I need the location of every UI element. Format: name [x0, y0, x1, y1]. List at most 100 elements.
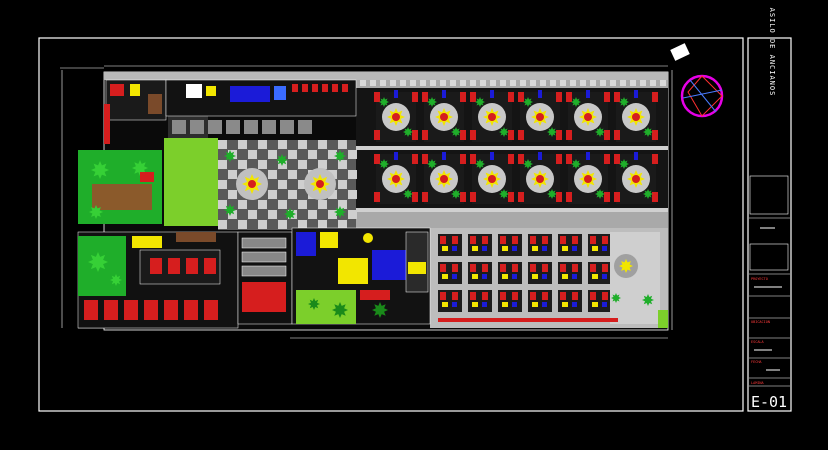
paving-tile	[208, 120, 222, 134]
bed-icon	[512, 292, 518, 300]
paving-tile	[530, 80, 536, 86]
paving-tile	[278, 200, 287, 209]
shrub-icon	[523, 159, 533, 169]
paving-tile	[630, 80, 636, 86]
bed-icon	[374, 92, 380, 102]
paving-tile	[420, 80, 426, 86]
shrub-icon	[643, 189, 653, 199]
paving-tile	[258, 220, 267, 229]
paving-tile	[328, 150, 337, 159]
bed-icon	[422, 154, 428, 164]
paving-tile	[660, 80, 666, 86]
paving-tile	[298, 180, 307, 189]
bed-icon	[500, 264, 506, 272]
bed-icon	[440, 236, 446, 244]
paving-tile	[560, 80, 566, 86]
furniture-icon	[452, 302, 457, 307]
boundary-fence	[438, 318, 618, 322]
paving-tile	[258, 140, 267, 149]
storage-room	[176, 232, 216, 242]
paving-tile	[228, 170, 237, 179]
notes-box	[749, 243, 789, 271]
title-block-frame	[747, 37, 792, 412]
furniture-icon	[634, 90, 638, 98]
central-lawn	[164, 138, 218, 226]
restroom-icon	[186, 84, 202, 98]
paving-tile	[218, 200, 227, 209]
paving-tile	[280, 120, 294, 134]
bed-icon	[452, 292, 458, 300]
paving-tile	[338, 180, 347, 189]
tree-icon	[308, 298, 320, 310]
north-arrow	[670, 43, 724, 118]
field-label-sheet: LAMINA	[751, 381, 765, 385]
paving-tile	[238, 140, 247, 149]
field-label-location: UBICACION	[751, 320, 770, 324]
paving-tile	[348, 150, 357, 159]
bed-icon	[604, 130, 610, 140]
furniture-icon	[602, 302, 607, 307]
paving-tile	[228, 210, 237, 219]
paving-tile	[238, 220, 247, 229]
bed-icon	[440, 292, 446, 300]
bed-icon	[652, 92, 658, 102]
paving-tile	[226, 120, 240, 134]
shrub-icon	[276, 154, 288, 166]
bed-icon	[512, 264, 518, 272]
furniture-icon	[538, 90, 542, 98]
bed-icon	[412, 192, 418, 202]
sheet-number: E-01	[751, 393, 787, 411]
paving-tile	[650, 80, 656, 86]
paving-tile	[460, 80, 466, 86]
paving-tile	[248, 210, 257, 219]
tree-icon	[89, 205, 103, 219]
paving-tile	[500, 80, 506, 86]
shrub-icon	[379, 159, 389, 169]
bed-icon	[614, 154, 620, 164]
bed-icon	[572, 264, 578, 272]
bed-icon	[572, 236, 578, 244]
paving-tile	[580, 80, 586, 86]
paving-tile	[268, 190, 277, 199]
chair-icon	[292, 84, 298, 92]
paving-tile	[328, 190, 337, 199]
table-icon	[168, 258, 180, 274]
fountain-icon	[536, 113, 544, 121]
furniture-icon	[572, 302, 577, 307]
bed-icon	[422, 130, 428, 140]
walkway	[356, 208, 668, 212]
bed-icon	[452, 236, 458, 244]
table-icon	[186, 258, 198, 274]
tree-icon	[110, 274, 122, 286]
sheet-frame	[38, 37, 744, 412]
shrub-icon	[403, 127, 413, 137]
gazebo-deck	[92, 184, 152, 210]
bed-icon	[604, 92, 610, 102]
fountain-icon	[632, 175, 640, 183]
paving-tile	[470, 80, 476, 86]
bed-icon	[542, 236, 548, 244]
shrub-icon	[224, 150, 236, 162]
bed-icon	[560, 236, 566, 244]
chapel-icon	[338, 258, 368, 284]
bed-icon	[470, 236, 476, 244]
paving-tile	[218, 140, 227, 149]
furniture-icon	[482, 302, 487, 307]
entrance-lawn	[296, 290, 356, 324]
fountain-icon	[248, 180, 256, 188]
paving-tile	[172, 120, 186, 134]
furniture-icon	[442, 274, 448, 279]
furniture-icon	[502, 302, 508, 307]
bed-icon	[556, 92, 562, 102]
shrub-icon	[475, 159, 485, 169]
furniture-icon	[538, 152, 542, 160]
shrub-icon	[224, 204, 236, 216]
shrub-icon	[451, 189, 461, 199]
furniture-icon	[562, 246, 568, 251]
bed-icon	[412, 92, 418, 102]
shrub-icon	[619, 97, 629, 107]
paving-tile	[268, 150, 277, 159]
paving-tile	[268, 170, 277, 179]
furniture-icon	[532, 302, 538, 307]
